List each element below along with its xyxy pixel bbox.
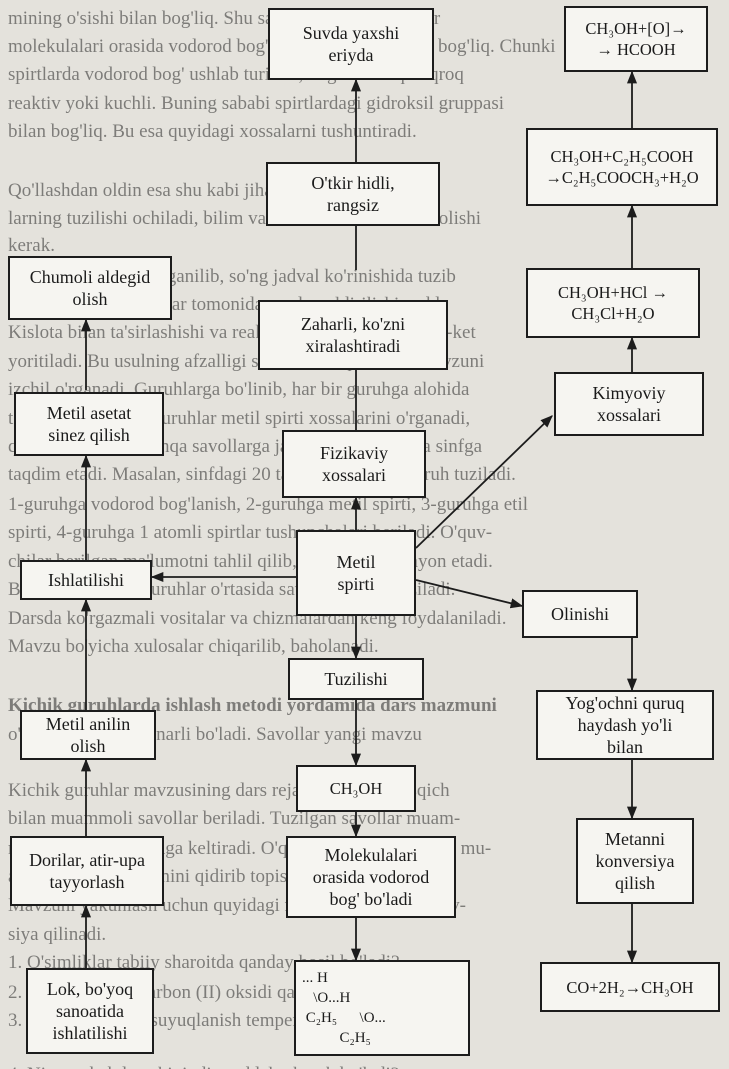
label-olinishi: Olinishi [550,604,609,624]
box-fizikaviy-xossalari: Fizikaviy xossalari [282,430,426,498]
box-olinishi: Olinishi [522,590,638,638]
box-metanni-konversiya: Metanni konversiya qilish [576,818,694,904]
box-hydrogen-bond-formula: ... H \O...H C₂H₅ \O... C₂H₅ [294,960,470,1056]
label-molekulalari-vodorod-bog: Molekulalari orasida vodorod bog' bo'lad… [312,845,430,909]
box-lok-boyoq-sanoatida: Lok, bo'yoq sanoatida ishlatilishi [26,968,154,1054]
box-dorilar-atir-upa: Dorilar, atir-upa tayyorlash [10,836,164,906]
label-equation-synthesis: CO+2H₂→CH₃OH [566,977,694,997]
label-lok-boyoq-sanoatida: Lok, bo'yoq sanoatida ishlatilishi [46,979,134,1043]
box-tuzilishi: Tuzilishi [288,658,424,700]
box-equation-esterification: CH₃OH+C₂H₅COOH →C₂H₅COOCH₃+H₂O [526,128,718,206]
label-equation-esterification: CH₃OH+C₂H₅COOH →C₂H₅COOCH₃+H₂O [545,147,699,187]
label-fizikaviy-xossalari: Fizikaviy xossalari [320,443,388,485]
label-ch3oh: CH₃OH [329,779,383,798]
label-metil-spirti: Metil spirti [336,552,376,594]
label-tuzilishi: Tuzilishi [324,669,388,689]
box-zaharli: Zaharli, ko'zni xiralashtiradi [258,300,448,370]
arrow-to-kimyoviy [415,415,553,549]
box-ch3oh: CH₃OH [296,765,416,812]
label-hydrogen-bond-formula: ... H \O...H C₂H₅ \O... C₂H₅ [302,970,386,1046]
box-metil-spirti: Metil spirti [296,530,416,616]
box-equation-synthesis: CO+2H₂→CH₃OH [540,962,720,1012]
box-molekulalari-vodorod-bog: Molekulalari orasida vodorod bog' bo'lad… [286,836,456,918]
box-ishlatilishi: Ishlatilishi [20,560,152,600]
box-yogochni-quruq-haydash: Yog'ochni quruq haydash yo'li bilan [536,690,714,760]
label-dorilar-atir-upa: Dorilar, atir-upa tayyorlash [29,850,145,892]
box-metil-asetat-sinez: Metil asetat sinez qilish [14,392,164,456]
box-kimyoviy-xossalari: Kimyoviy xossalari [554,372,704,436]
label-yogochni-quruq-haydash: Yog'ochni quruq haydash yo'li bilan [565,693,685,757]
box-otkir-hidli-rangsiz: O'tkir hidli, rangsiz [266,162,440,226]
label-ishlatilishi: Ishlatilishi [48,570,124,590]
box-suvda-yaxshi-eriydi: Suvda yaxshi eriyda [268,8,434,80]
label-equation-hcl: CH₃OH+HCl → CH₃Cl+H₂O [558,283,668,323]
box-equation-hcl: CH₃OH+HCl → CH₃Cl+H₂O [526,268,700,338]
box-equation-oxidation: CH₃OH+[O]→ → HCOOH [564,6,708,72]
label-metil-asetat-sinez: Metil asetat sinez qilish [46,403,132,445]
label-chumoli-aldegid-olish: Chumoli aldegid olish [29,267,151,309]
label-suvda-yaxshi-eriydi: Suvda yaxshi eriyda [302,23,400,65]
label-zaharli: Zaharli, ko'zni xiralashtiradi [300,314,406,356]
label-equation-oxidation: CH₃OH+[O]→ → HCOOH [585,19,687,59]
box-metil-anilin-olish: Metil anilin olish [20,710,156,760]
label-metanni-konversiya: Metanni konversiya qilish [595,829,675,893]
arrow-to-olinishi [415,579,524,609]
label-metil-anilin-olish: Metil anilin olish [45,714,131,756]
box-chumoli-aldegid-olish: Chumoli aldegid olish [8,256,172,320]
label-kimyoviy-xossalari: Kimyoviy xossalari [592,383,666,425]
label-otkir-hidli-rangsiz: O'tkir hidli, rangsiz [311,173,395,215]
